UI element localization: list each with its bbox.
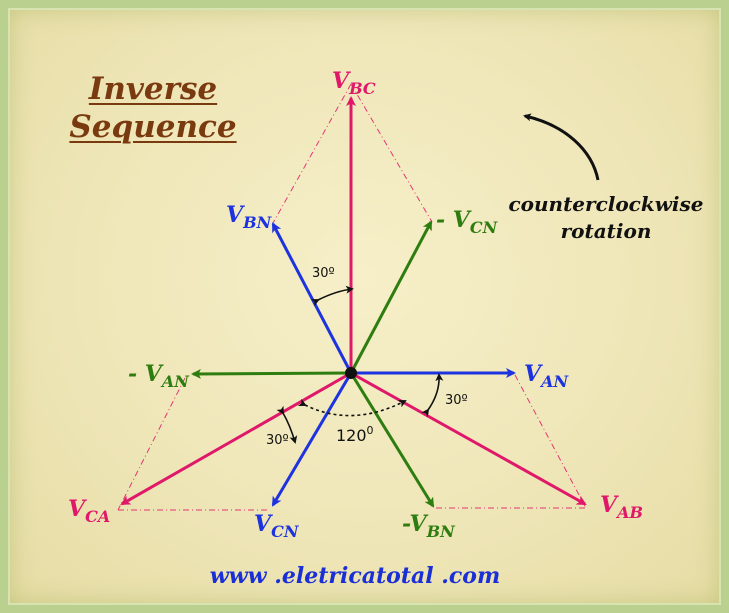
label-vbc: VBC xyxy=(332,68,376,98)
rotation-arrow-icon xyxy=(523,113,600,181)
arc-top-30 xyxy=(310,285,354,307)
angle-arcs xyxy=(276,285,444,444)
label-van: VAN xyxy=(524,361,569,391)
neg-van-arrow xyxy=(191,368,352,379)
label-vbn: VBN xyxy=(226,202,273,232)
diagram-title: Inverse Sequence xyxy=(58,70,248,146)
vca-arrow xyxy=(120,371,352,506)
dash-negvan-vca xyxy=(117,377,186,511)
title-line-1: Inverse xyxy=(88,71,218,107)
label-neg-van: - VAN xyxy=(128,361,190,391)
construction-lines xyxy=(117,83,587,511)
website-url: www .eletricatotal .com xyxy=(209,563,501,589)
angle-label-top: 30º xyxy=(312,266,335,281)
rotation-note-line-2: rotation xyxy=(560,219,652,243)
angle-label-left: 30º xyxy=(266,433,289,448)
arc-center-120 xyxy=(297,398,407,417)
label-vab: VAB xyxy=(600,492,643,522)
vab-arrow xyxy=(350,371,587,506)
arc-right-30 xyxy=(421,373,444,418)
label-neg-vbn: -VBN xyxy=(402,511,456,541)
label-vcn: VCN xyxy=(254,511,300,541)
vbn-arrow xyxy=(271,222,353,374)
angle-label-right: 30º xyxy=(445,393,468,408)
neg-vbn-arrow xyxy=(349,372,435,508)
label-neg-vcn: - VCN xyxy=(436,207,499,237)
dash-vbc-negvcn xyxy=(350,83,433,223)
label-vca: VCA xyxy=(68,496,110,526)
angle-label-center: 1200 xyxy=(336,424,374,445)
rotation-note: counterclockwise rotation xyxy=(496,191,716,245)
arc-left-30 xyxy=(276,405,298,444)
dash-vbc-vbn xyxy=(272,83,352,224)
vcn-arrow xyxy=(271,372,353,507)
origin-dot xyxy=(345,367,357,379)
dash-van-vab xyxy=(514,374,587,509)
title-line-2: Sequence xyxy=(69,109,237,145)
neg-vcn-arrow xyxy=(349,220,433,374)
rotation-note-line-1: counterclockwise xyxy=(508,192,704,216)
